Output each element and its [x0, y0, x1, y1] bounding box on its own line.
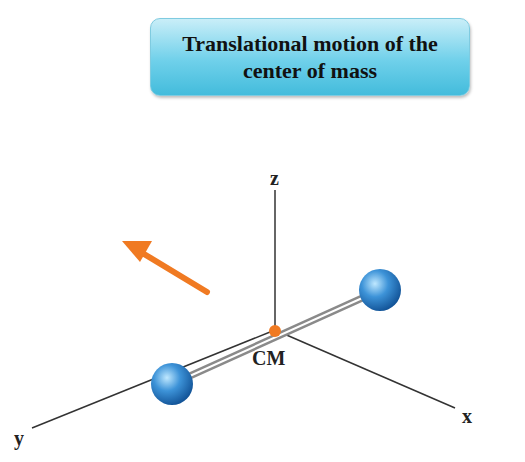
z-axis — [274, 190, 276, 330]
axis-label: x — [462, 406, 472, 426]
axis-label: z — [270, 168, 279, 188]
axis-label: y — [14, 428, 24, 448]
title-box: Translational motion of the center of ma… — [150, 18, 470, 96]
motion-arrow — [144, 254, 207, 292]
bond-highlight — [172, 290, 380, 384]
atom-sphere — [359, 269, 401, 311]
x-axis — [275, 330, 455, 408]
axis-label: CM — [252, 348, 285, 368]
atom-sphere — [151, 363, 193, 405]
center-of-mass-dot — [269, 325, 281, 337]
motion-arrowhead — [122, 241, 152, 262]
title-text: Translational motion of the center of ma… — [165, 30, 455, 85]
bond — [172, 290, 380, 384]
y-axis — [32, 330, 275, 428]
